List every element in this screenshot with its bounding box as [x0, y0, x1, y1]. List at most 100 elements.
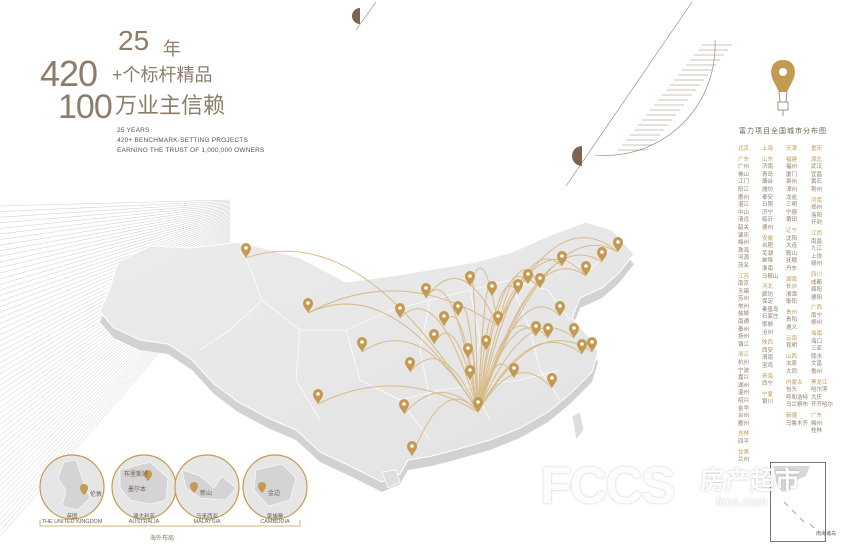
legend-entry: 台州 — [738, 413, 750, 420]
legend-entry: 大同 — [786, 369, 798, 376]
location-pin-icon — [487, 281, 497, 296]
legend-entry: 乌兰察布 — [786, 402, 809, 409]
legend-entry: 齐齐哈尔 — [811, 402, 834, 409]
legend-entry: 广东 — [811, 413, 823, 419]
legend-entry: 儋州 — [811, 369, 823, 376]
australia-en-label: AUSTRALIA — [128, 519, 160, 525]
legend-entry: 云南 — [786, 335, 798, 342]
watermark-logo: FCCS — [540, 457, 676, 515]
legend-entry: 南京 — [738, 281, 750, 288]
legend-entry: 青岛 — [762, 171, 774, 178]
location-pin-icon — [577, 339, 587, 354]
legend-entry: 芜湖 — [762, 250, 774, 257]
location-pin-icon — [399, 399, 409, 414]
legend-entry: 烟台 — [762, 179, 774, 186]
legend-entry: 西安 — [762, 347, 774, 354]
watermark-url: fccs.com — [716, 494, 768, 509]
legend-entry: 福州 — [786, 164, 798, 171]
location-pin-icon — [493, 311, 503, 326]
legend-entry: 宁德 — [786, 209, 798, 216]
location-pin-icon — [543, 323, 553, 338]
legend-entry: 佛山 — [738, 171, 750, 178]
legend-title: 富力项目全国城市分布图 — [739, 128, 827, 135]
legend-entry: 贵州 — [786, 309, 798, 316]
watermark-cn-text: 房产超市 — [700, 467, 801, 495]
projects-number: 420 — [40, 53, 98, 94]
legend-entry: 盐城 — [738, 311, 750, 318]
owners-text: 万业主信赖 — [115, 93, 226, 118]
legend-entry: 北京 — [738, 146, 750, 152]
legend-entry: 绵阳 — [811, 287, 823, 294]
location-pin-icon — [465, 271, 475, 286]
legend-entry: 梅州 — [738, 240, 750, 247]
legend-entry: 福建 — [786, 156, 798, 163]
legend-entry: 梅州 — [811, 420, 823, 427]
legend-entry: 包头 — [786, 387, 798, 394]
legend-entry: 莆田 — [786, 217, 798, 224]
legend-entry: 临沂 — [762, 217, 774, 224]
legend-entry: 江西 — [811, 230, 823, 237]
location-pin-icon — [569, 323, 579, 338]
years-unit: 年 — [163, 39, 181, 59]
australia-city-label-2: 墨尔本 — [128, 487, 147, 493]
hot-air-balloon-icon — [771, 60, 795, 116]
legend-entry: 无锡 — [738, 288, 750, 295]
legend-entry: 大连 — [786, 243, 798, 250]
location-pin-icon — [481, 335, 491, 350]
legend-entry: 韶关 — [738, 224, 750, 231]
hainan-island — [381, 469, 401, 489]
location-pin-icon — [241, 243, 251, 258]
legend-entry: 阳江 — [738, 186, 750, 193]
legend-entry: 常州 — [738, 303, 750, 310]
legend-entry: 日照 — [762, 202, 774, 209]
legend-entry: 内蒙古 — [786, 379, 803, 386]
legend-entry: 海口 — [811, 338, 823, 345]
legend-entry: 江门 — [738, 179, 750, 186]
english-line-1: 25 YEARS — [117, 127, 150, 134]
legend-entry: 沈阳 — [786, 235, 798, 242]
legend-entry: 开封 — [811, 220, 823, 227]
legend-entry: 柳州 — [811, 320, 823, 327]
legend-entry: 青海 — [762, 373, 774, 380]
legend-entry: 甘肃 — [738, 449, 750, 456]
location-pin-icon — [357, 337, 367, 352]
location-pin-icon — [613, 237, 623, 252]
legend-entry: 沧州 — [762, 329, 774, 336]
legend-entry: 济宁 — [762, 209, 774, 216]
inset-caption: 南海诸岛 — [816, 531, 837, 537]
legend-entry: 重庆 — [811, 146, 823, 152]
legend-entry: 昆明 — [786, 343, 798, 350]
legend-entry: 三明 — [786, 202, 798, 209]
legend-entry: 兰州 — [738, 457, 750, 464]
legend-entry: 四平 — [738, 438, 750, 445]
english-line-2: 420+ BENCHMARK-SETTING PROJECTS — [117, 137, 248, 144]
legend-entry: 泰安 — [762, 194, 774, 201]
legend-entry: 辽宁 — [786, 227, 798, 234]
legend-entry: 济南 — [762, 164, 774, 171]
legend-entry: 太原 — [786, 361, 798, 368]
legend-entry: 广州 — [738, 164, 750, 171]
legend-entry: 遵义 — [786, 325, 798, 332]
location-pin-icon — [509, 363, 519, 378]
legend-entry: 呼和浩特 — [786, 394, 809, 401]
legend-entry: 河南 — [811, 197, 823, 204]
location-pin-icon — [313, 388, 323, 404]
legend-column-4: 重庆 湖北武汉宜昌黄石荆州 河南郑州洛阳开封 江西南昌九江上饶赣州 四川成都绵阳… — [811, 146, 834, 436]
malaysia-city-label: 新山 — [200, 491, 213, 497]
legend-entry: 合肥 — [762, 243, 774, 250]
legend-entry: 三亚 — [811, 346, 823, 353]
legend-entry: 邯郸 — [762, 322, 774, 329]
legend-entry: 镇江 — [738, 341, 750, 348]
china-landmass — [99, 221, 635, 483]
legend-entry: 泉州 — [786, 179, 798, 186]
legend-entry: 吉林 — [738, 431, 750, 438]
legend-entry: 山西 — [786, 353, 798, 360]
legend-entry: 苏州 — [738, 296, 750, 303]
cambodia-en-label: CAMBODIA — [260, 519, 290, 525]
legend-entry: 湖北 — [811, 156, 823, 163]
legend-entry: 潍坊 — [762, 186, 774, 193]
legend-entry: 扬州 — [738, 334, 750, 341]
location-pin-icon — [463, 343, 473, 358]
